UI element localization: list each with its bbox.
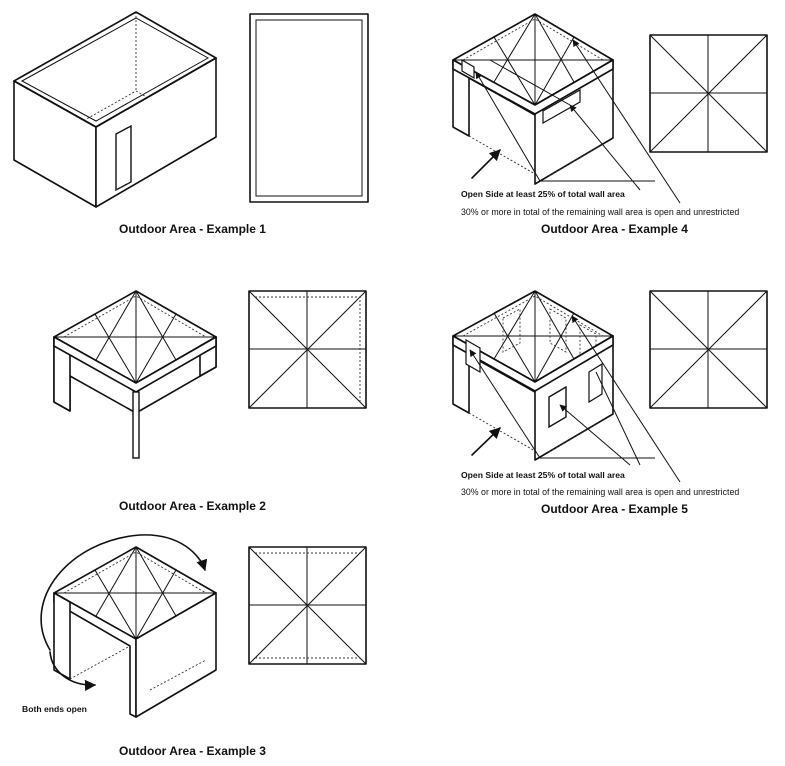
example-4-plan [649, 34, 768, 153]
example-5-caption: Outdoor Area - Example 5 [541, 502, 688, 516]
example-4-remaining-note: 30% or more in total of the remaining wa… [461, 207, 740, 217]
example-1-caption: Outdoor Area - Example 1 [119, 222, 266, 236]
example-5-plan [649, 290, 768, 409]
example-2-isometric [53, 290, 217, 459]
example-2-plan [248, 290, 367, 409]
example-4-caption: Outdoor Area - Example 4 [541, 222, 688, 236]
example-4-isometric [452, 13, 681, 204]
example-3-caption: Outdoor Area - Example 3 [119, 744, 266, 758]
example-1-plan [249, 13, 369, 203]
example-2-caption: Outdoor Area - Example 2 [119, 499, 266, 513]
example-4-open-side-note: Open Side at least 25% of total wall are… [461, 189, 625, 199]
example-3-both-ends-note: Both ends open [22, 704, 87, 714]
example-5-isometric [452, 290, 681, 483]
example-1-isometric-box [13, 11, 217, 208]
example-3-plan [248, 546, 367, 665]
example-5-open-side-note: Open Side at least 25% of total wall are… [461, 470, 625, 480]
example-3-isometric [40, 534, 217, 718]
example-5-remaining-note: 30% or more in total of the remaining wa… [461, 487, 740, 497]
